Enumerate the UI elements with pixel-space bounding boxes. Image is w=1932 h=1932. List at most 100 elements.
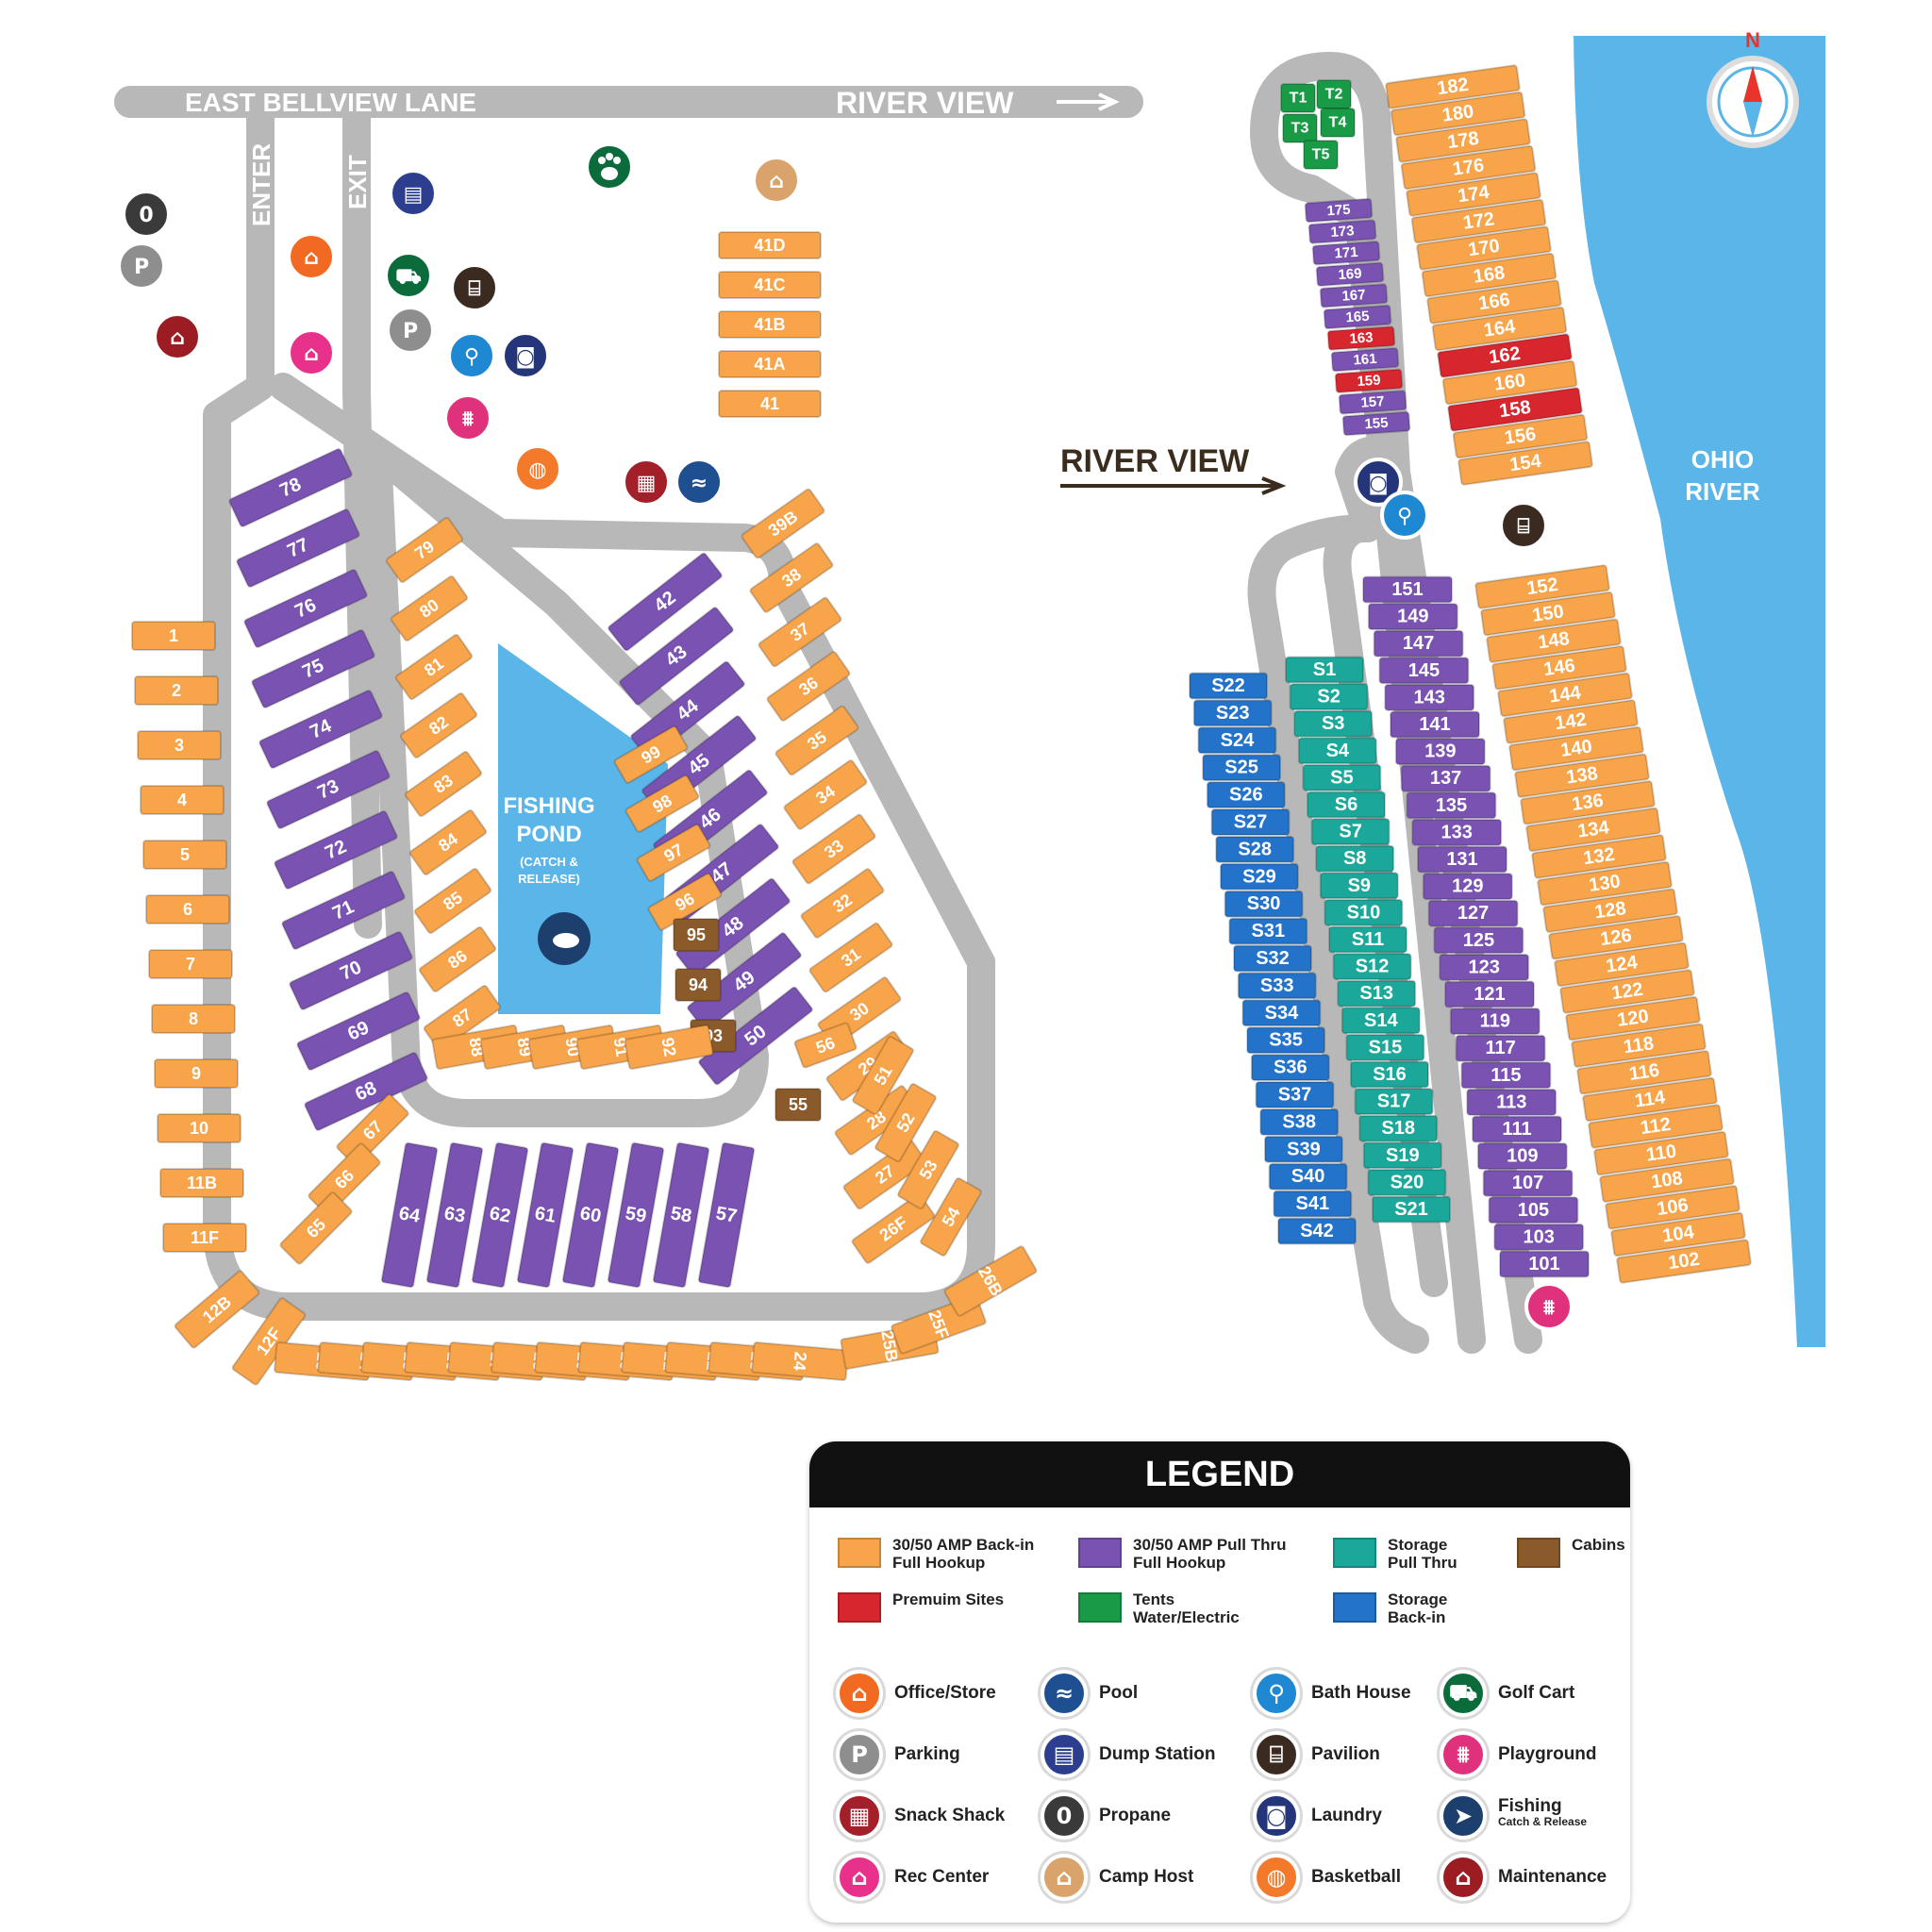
site-ic2-51[interactable]: 51: [852, 1035, 914, 1116]
site-w-9[interactable]: 9: [154, 1058, 239, 1089]
site-w-4[interactable]: 4: [140, 785, 225, 815]
site-epb-109[interactable]: 109: [1476, 1142, 1568, 1171]
site-pd-73[interactable]: 73: [266, 750, 391, 829]
site-pd-76[interactable]: 76: [243, 569, 368, 648]
site-eot-174[interactable]: 174: [1406, 172, 1541, 217]
site-epb-111[interactable]: 111: [1472, 1115, 1562, 1143]
site-ept-171[interactable]: 171: [1311, 240, 1381, 266]
site-epb-119[interactable]: 119: [1449, 1008, 1541, 1036]
site-sb-S37[interactable]: S37: [1255, 1081, 1335, 1108]
site-epb-115[interactable]: 115: [1460, 1061, 1552, 1090]
site-il-83[interactable]: 83: [404, 750, 483, 818]
site-ro-27[interactable]: 27: [842, 1139, 927, 1210]
site-w-11B[interactable]: 11B: [159, 1168, 244, 1198]
site-sp-S1[interactable]: S1: [1285, 656, 1364, 684]
site-ept-161[interactable]: 161: [1330, 346, 1400, 373]
site-sp-S19[interactable]: S19: [1362, 1141, 1442, 1170]
site-eob-118[interactable]: 118: [1571, 1023, 1707, 1068]
site-w-8[interactable]: 8: [151, 1004, 236, 1034]
site-ps-96[interactable]: 96: [647, 873, 723, 931]
site-ps-98[interactable]: 98: [625, 774, 700, 833]
site-tent-T3[interactable]: T3: [1282, 113, 1318, 143]
site-epb-121[interactable]: 121: [1444, 980, 1535, 1008]
site-ept-165[interactable]: 165: [1323, 304, 1392, 330]
site-epb-143[interactable]: 143: [1384, 683, 1475, 711]
site-sp-S10[interactable]: S10: [1324, 898, 1404, 926]
site-eob-112[interactable]: 112: [1588, 1104, 1724, 1149]
site-pd-68[interactable]: 68: [304, 1052, 428, 1131]
site-il-85[interactable]: 85: [413, 867, 492, 935]
site-ro-36[interactable]: 36: [766, 651, 851, 722]
site-sb-S22[interactable]: S22: [1189, 672, 1268, 700]
site-eob-136[interactable]: 136: [1520, 780, 1656, 825]
site-pi-48[interactable]: 48: [675, 877, 791, 977]
site-br-24[interactable]: 24: [751, 1341, 849, 1382]
site-ps-97[interactable]: 97: [636, 824, 711, 882]
site-sp-S5[interactable]: S5: [1302, 763, 1382, 791]
site-eob-116[interactable]: 116: [1576, 1050, 1712, 1095]
site-eob-120[interactable]: 120: [1565, 995, 1701, 1041]
site-pd-74[interactable]: 74: [258, 690, 383, 769]
site-pd-78[interactable]: 78: [228, 448, 353, 527]
site-sb-S36[interactable]: S36: [1250, 1054, 1330, 1082]
site-eob-142[interactable]: 142: [1503, 699, 1639, 744]
site-eot-156[interactable]: 156: [1452, 413, 1589, 459]
site-w-2[interactable]: 2: [134, 675, 219, 706]
site-ept-175[interactable]: 175: [1304, 197, 1374, 224]
site-eot-160[interactable]: 160: [1441, 359, 1578, 406]
site-epb-151[interactable]: 151: [1362, 575, 1453, 604]
site-w-1[interactable]: 1: [131, 621, 216, 651]
site-tent-T5[interactable]: T5: [1303, 140, 1339, 170]
site-sp-S4[interactable]: S4: [1297, 737, 1377, 765]
site-il-81[interactable]: 81: [394, 633, 474, 701]
site-ic-67[interactable]: 67: [336, 1093, 409, 1167]
site-cabin-55[interactable]: 55: [774, 1088, 822, 1122]
site-eob-138[interactable]: 138: [1514, 753, 1650, 798]
site-sp-S6[interactable]: S6: [1307, 791, 1386, 819]
site-br-26B[interactable]: 26B: [943, 1245, 1038, 1318]
site-t41-41A[interactable]: 41A: [718, 350, 822, 378]
site-epb-101[interactable]: 101: [1499, 1250, 1590, 1278]
site-sp-S20[interactable]: S20: [1367, 1168, 1447, 1196]
site-eob-124[interactable]: 124: [1554, 941, 1690, 988]
site-sb-S28[interactable]: S28: [1215, 835, 1295, 863]
site-epb-139[interactable]: 139: [1394, 738, 1486, 766]
site-epb-123[interactable]: 123: [1439, 953, 1530, 981]
site-sb-S24[interactable]: S24: [1197, 726, 1277, 755]
site-sb-S32[interactable]: S32: [1233, 944, 1312, 973]
site-pd-75[interactable]: 75: [251, 629, 375, 708]
site-ps-99[interactable]: 99: [613, 725, 689, 784]
site-eot-166[interactable]: 166: [1426, 279, 1562, 325]
site-epb-145[interactable]: 145: [1378, 657, 1470, 685]
site-w-7[interactable]: 7: [148, 949, 233, 979]
site-eob-126[interactable]: 126: [1548, 915, 1684, 960]
site-sb-S31[interactable]: S31: [1228, 917, 1308, 945]
site-ept-163[interactable]: 163: [1326, 325, 1396, 351]
site-pi-43[interactable]: 43: [619, 607, 734, 706]
site-epb-129[interactable]: 129: [1422, 873, 1513, 901]
site-epb-131[interactable]: 131: [1417, 845, 1507, 874]
site-ic-66[interactable]: 66: [308, 1142, 381, 1216]
site-sp-S17[interactable]: S17: [1354, 1088, 1434, 1116]
site-tent-T2[interactable]: T2: [1316, 79, 1352, 109]
site-ic2-53[interactable]: 53: [897, 1129, 959, 1210]
site-ic2-54[interactable]: 54: [920, 1176, 982, 1257]
site-il-79[interactable]: 79: [385, 516, 464, 584]
site-eob-130[interactable]: 130: [1537, 860, 1673, 907]
site-sp-S7[interactable]: S7: [1310, 818, 1391, 846]
site-il-80[interactable]: 80: [390, 575, 469, 642]
site-eot-168[interactable]: 168: [1421, 252, 1557, 298]
site-eob-140[interactable]: 140: [1508, 725, 1644, 772]
site-eot-172[interactable]: 172: [1410, 198, 1547, 244]
site-epb-135[interactable]: 135: [1406, 791, 1497, 820]
site-eot-178[interactable]: 178: [1395, 118, 1531, 163]
site-t41-41[interactable]: 41: [718, 390, 822, 418]
site-eot-182[interactable]: 182: [1385, 64, 1521, 109]
site-w-11F[interactable]: 11F: [162, 1223, 247, 1253]
site-sb-S38[interactable]: S38: [1259, 1108, 1340, 1136]
site-il-87[interactable]: 87: [423, 984, 502, 1052]
site-eot-158[interactable]: 158: [1447, 387, 1583, 432]
site-sp-S2[interactable]: S2: [1289, 683, 1369, 711]
site-sb-S34[interactable]: S34: [1241, 999, 1322, 1027]
site-sp-S8[interactable]: S8: [1315, 844, 1395, 873]
